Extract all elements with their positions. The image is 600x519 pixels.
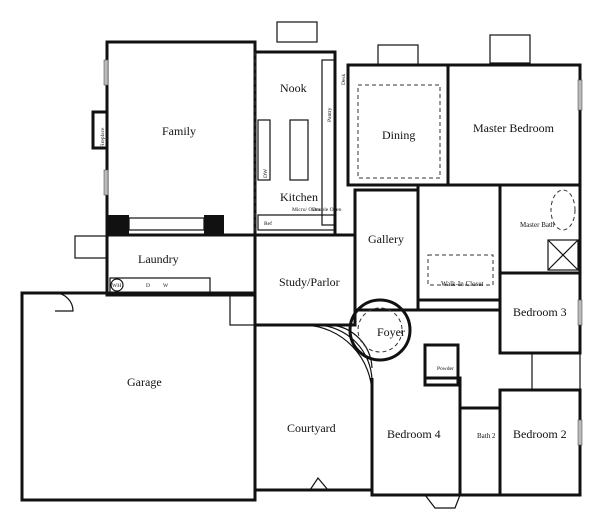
window-bay	[489, 34, 531, 64]
window-bay	[377, 44, 419, 66]
bath-2	[458, 406, 502, 497]
label-courtyard: Courtyard	[287, 421, 336, 435]
label-laundry: Laundry	[138, 252, 179, 266]
label-bedroom-3: Bedroom 3	[513, 305, 567, 319]
label-bedroom-4: Bedroom 4	[387, 427, 441, 441]
label-washer: W	[163, 283, 169, 289]
label-powder: Powder	[437, 366, 454, 372]
label-nook: Nook	[280, 81, 307, 95]
kitchen-island	[289, 119, 309, 181]
label-master-bedroom: Master Bedroom	[473, 121, 555, 135]
porch-box	[229, 294, 256, 326]
label-bath-2: Bath 2	[477, 432, 496, 440]
label-foyer: Foyer	[377, 325, 405, 339]
family-room	[105, 40, 257, 237]
label-ref: Ref	[264, 220, 272, 227]
label-master-bath: Master Bath	[520, 221, 555, 229]
label-kitchen: Kitchen	[280, 190, 318, 204]
garage	[20, 291, 257, 502]
label-bedroom-2: Bedroom 2	[513, 427, 567, 441]
label-fireplace: Fireplace	[100, 127, 106, 148]
label-double-oven: Double Oven	[312, 207, 342, 213]
gallery	[353, 188, 420, 312]
window-bay	[276, 21, 318, 43]
walk-in-closet	[416, 183, 502, 302]
label-micro-oven: Micro/ Oven	[292, 207, 321, 213]
powder-room	[423, 343, 460, 387]
label-study-parlor: Study/Parlor	[279, 275, 340, 289]
label-wh: WH	[112, 283, 121, 289]
bedroom-2	[498, 388, 582, 497]
courtyard	[253, 325, 374, 492]
label-desk: Desk	[341, 73, 347, 85]
label-pantry: Pantry	[327, 107, 333, 122]
label-dryer: D	[146, 283, 150, 289]
label-dining: Dining	[382, 128, 415, 142]
label-dw: DW	[263, 168, 269, 178]
foyer	[348, 298, 412, 362]
label-gallery: Gallery	[368, 232, 404, 246]
laundry-room	[105, 233, 257, 297]
fireplace	[91, 110, 109, 150]
label-walk-in-closet: Walk-In Closet	[441, 280, 483, 288]
dining-room	[346, 63, 450, 187]
label-garage: Garage	[127, 375, 162, 389]
label-family: Family	[162, 124, 196, 138]
porch-box	[74, 235, 108, 259]
